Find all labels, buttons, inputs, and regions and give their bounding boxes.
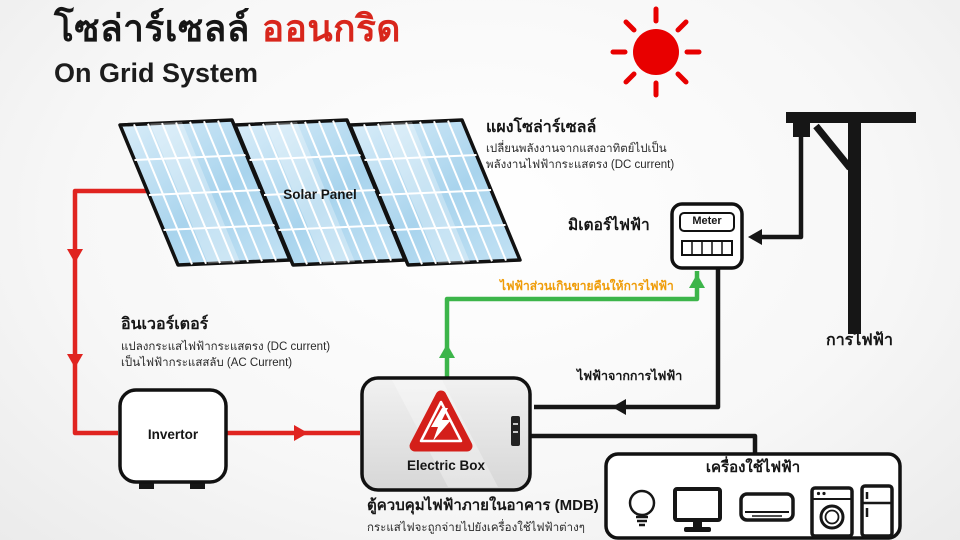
title-thai-red: ออนกริด [261,8,401,49]
inverter-label: อินเวอร์เตอร์ [121,316,209,333]
refrigerator-icon [860,484,894,538]
page-subtitle: On Grid System [54,58,259,88]
warning-lightning-icon [409,390,473,452]
appliances-box [604,452,902,540]
solar-panel-desc-1: เปลี่ยนพลังงานจากแสงอาทิตย์ไปเป็น [486,143,667,155]
inverter-caption: Invertor [147,427,199,442]
washing-machine-icon [810,486,854,538]
meter-to-mdb-wire [534,269,721,415]
inverter-desc-1: แปลงกระแสไฟฟ้ากระแสตรง (DC current) [121,341,331,353]
grid-to-meter-wire [748,136,804,245]
sellback-wire-green [439,271,705,377]
page-title: โซล่าร์เซลล์ ออนกริด [54,6,401,52]
appliances-label: เครื่องใช้ไฟฟ้า [705,459,801,476]
inverter-desc-2: เป็นไฟฟ้ากระแสสลับ (AC Current) [121,357,293,369]
meter-caption: Meter [692,215,722,227]
title-thai-black: โซล่าร์เซลล์ [54,8,250,49]
utility-pole [786,112,916,334]
electric-box-mdb [360,376,532,492]
meter-label: มิเตอร์ไฟฟ้า [568,217,650,234]
light-bulb-icon [628,489,656,527]
inverter-box [118,388,228,489]
ac-wire-red [226,425,360,441]
tv-monitor-icon [673,487,722,532]
air-conditioner-icon [739,492,795,522]
grid-label: การไฟฟ้า [826,332,893,349]
solar-panel-label: แผงโซล่าร์เซลล์ [486,119,597,136]
mdb-to-appliances-wire [531,433,758,455]
solar-panel-caption: Solar Panel [283,187,357,202]
mdb-desc: กระแสไฟจะถูกจ่ายไปยังเครื่องใช้ไฟฟ้าต่าง… [367,522,585,534]
from-grid-flow-label: ไฟฟ้าจากการไฟฟ้า [577,369,683,383]
solar-panel-desc-2: พลังงานไฟฟ้ากระแสตรง (DC current) [486,159,675,171]
electric-meter [670,202,744,270]
mdb-label: ตู้ควบคุมไฟฟ้าภายในอาคาร (MDB) [367,497,599,514]
sellback-flow-label: ไฟฟ้าส่วนเกินขายคืนให้การไฟฟ้า [500,279,674,293]
dc-wire-red [67,188,153,436]
sun-icon [610,6,702,98]
electric-box-caption: Electric Box [406,458,486,473]
